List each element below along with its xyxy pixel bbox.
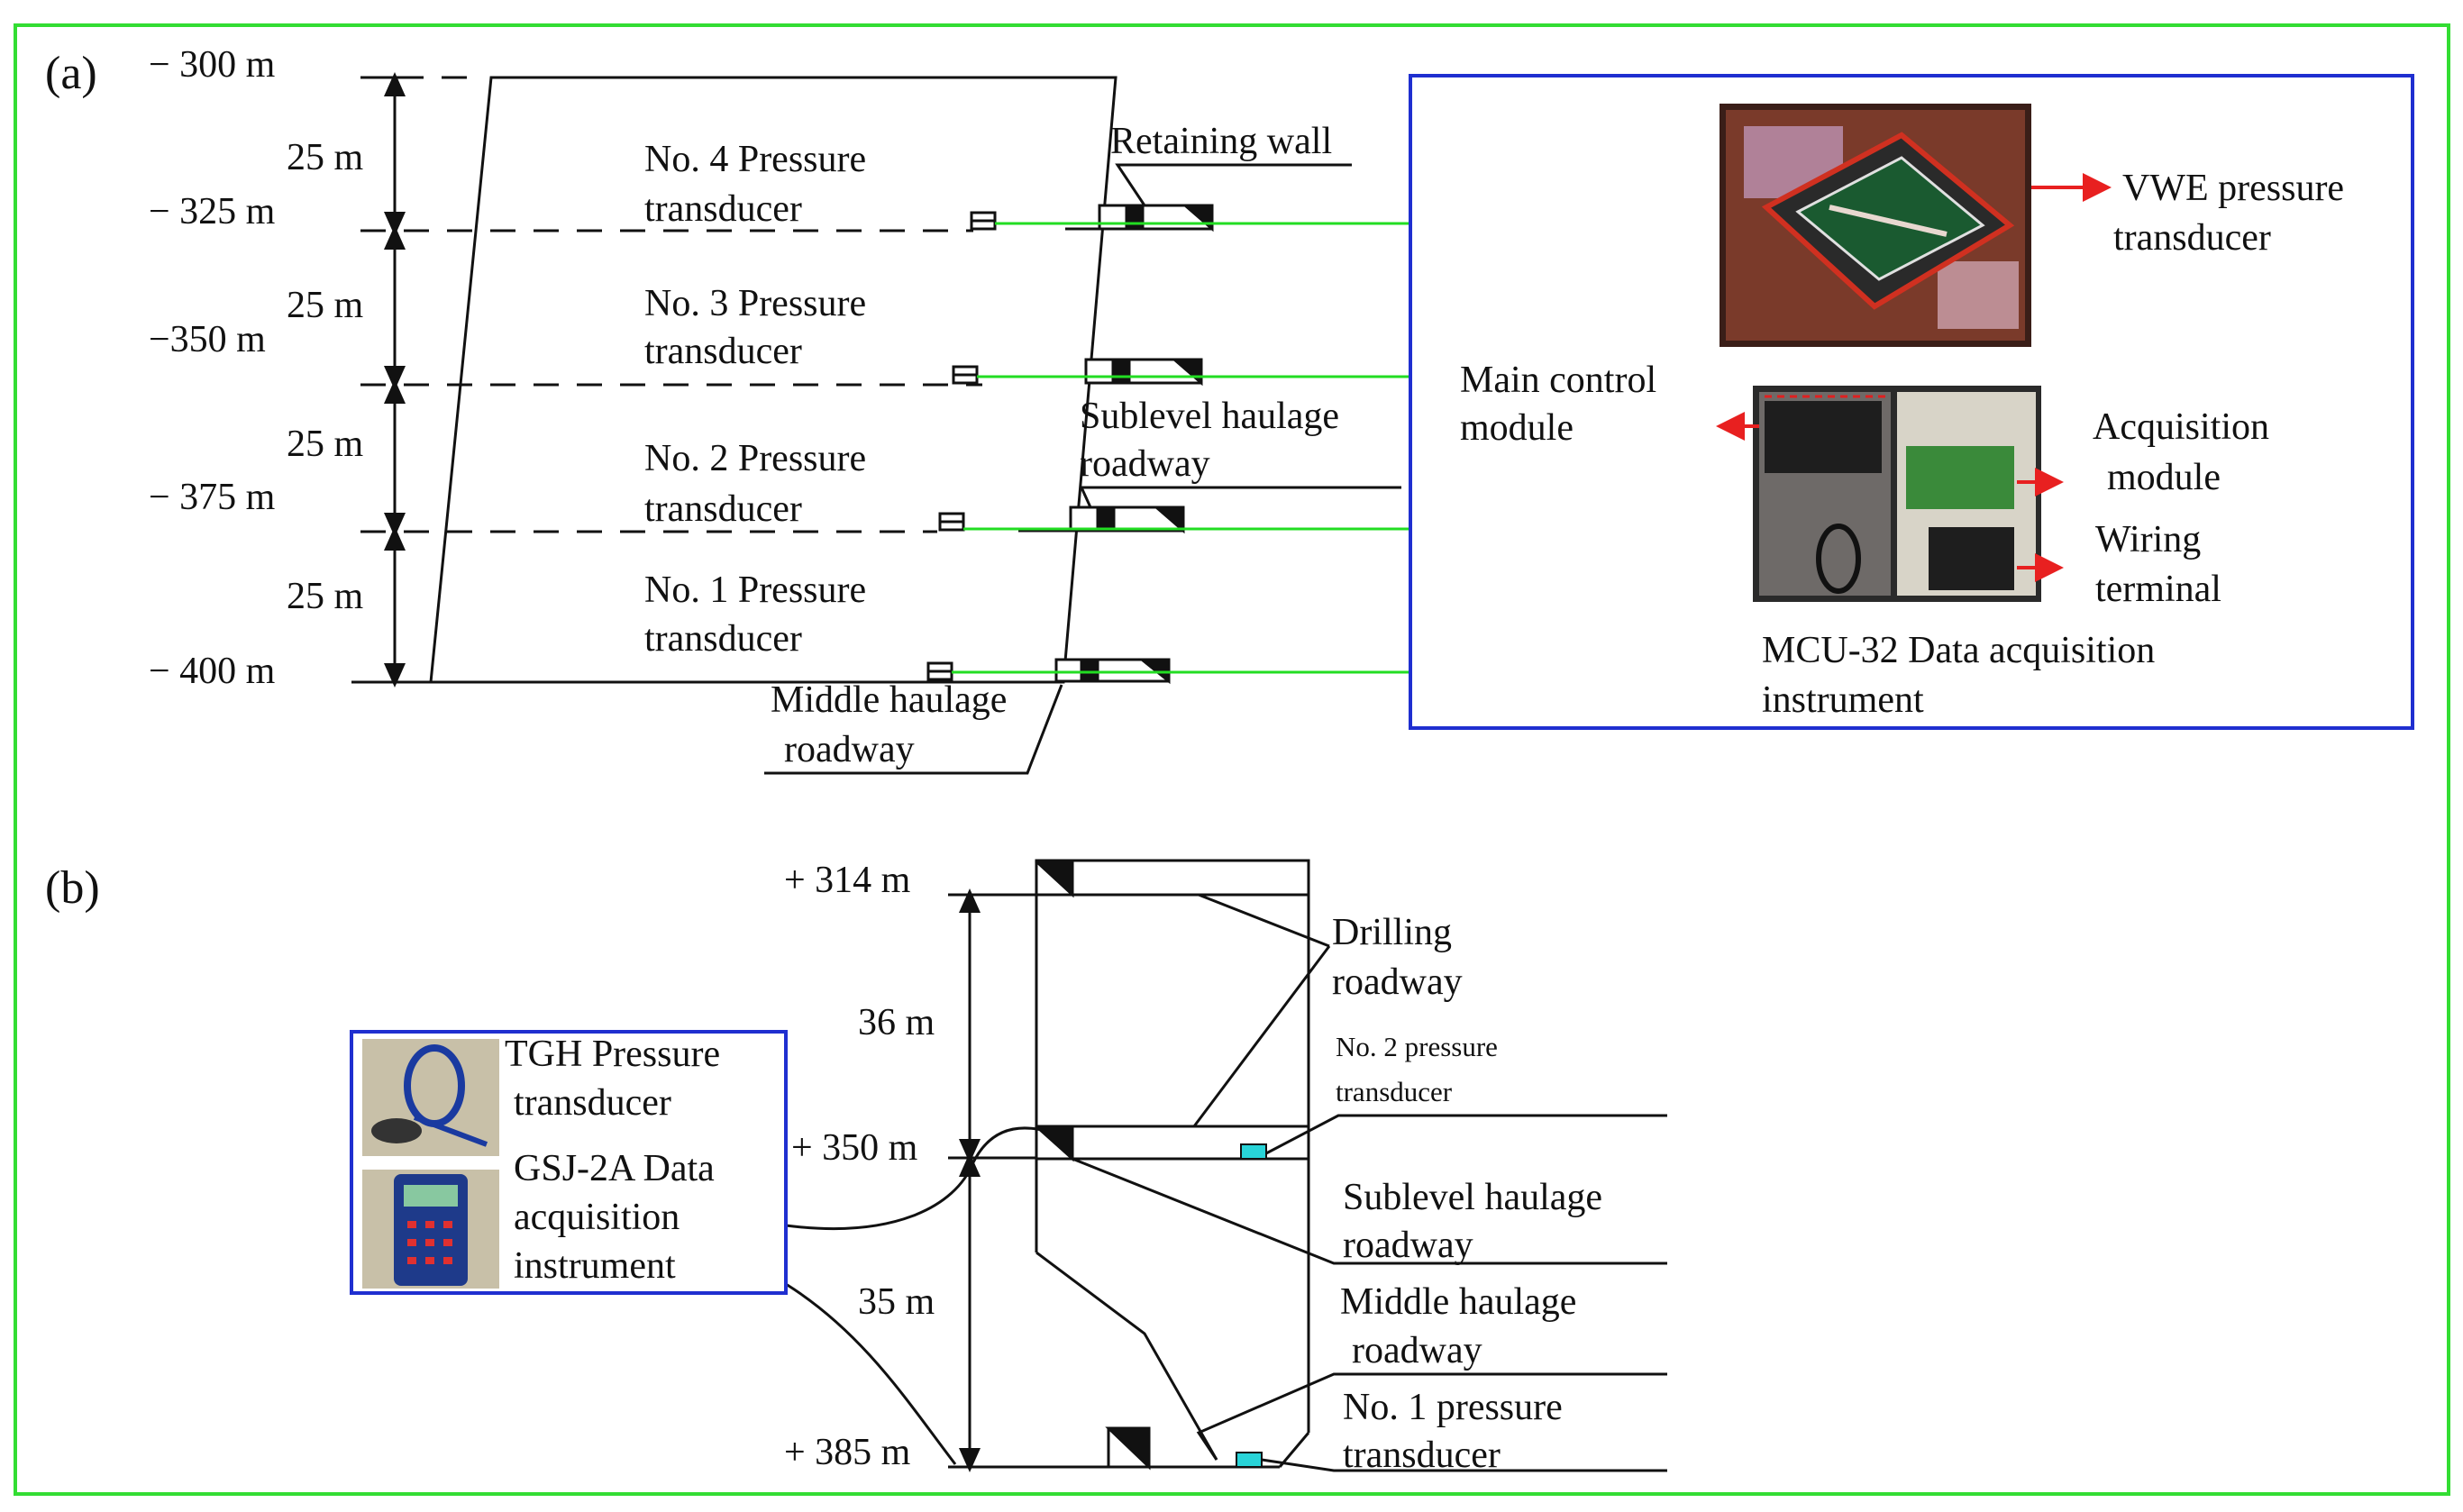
no2-sensor-b bbox=[1240, 1143, 1267, 1160]
no3-transducer-label-2: transducer bbox=[644, 331, 802, 372]
wiring-label: Wiring bbox=[2095, 519, 2201, 560]
no4-transducer-label: No. 4 Pressure bbox=[644, 139, 866, 180]
mcu-label: MCU-32 Data acquisition bbox=[1762, 630, 2155, 671]
sublevel-roadway-label-b: Sublevel haulage bbox=[1343, 1177, 1602, 1218]
mcu-instrument-box bbox=[1409, 74, 2414, 730]
no1-transducer-label-2: transducer bbox=[644, 618, 802, 660]
level-lines-b bbox=[948, 893, 1108, 1469]
gsj-label-3: instrument bbox=[514, 1245, 676, 1287]
tgh-label-2: transducer bbox=[514, 1082, 671, 1124]
mcu-label-2: instrument bbox=[1762, 679, 1924, 721]
level-label-385: + 385 m bbox=[784, 1432, 911, 1473]
middle-roadway-label-b-2: roadway bbox=[1352, 1330, 1482, 1371]
panel-a-label: (a) bbox=[45, 48, 97, 99]
retaining-wall-label: Retaining wall bbox=[1110, 121, 1332, 162]
no3-transducer-label: No. 3 Pressure bbox=[644, 283, 866, 324]
middle-roadway-label-a-2: roadway bbox=[784, 729, 915, 770]
acquisition-label-2: module bbox=[2107, 457, 2221, 498]
leaders-a bbox=[764, 163, 1401, 775]
spacing-label-2: 25 m bbox=[287, 285, 364, 326]
stope-b bbox=[1035, 859, 1310, 1471]
gsj-label: GSJ-2A Data bbox=[514, 1148, 715, 1189]
panel-a: (a) − 300 m − 325 m −350 m − 375 m − 400… bbox=[45, 44, 2414, 775]
level-label-314: + 314 m bbox=[784, 860, 911, 901]
leaders-b bbox=[785, 893, 1667, 1472]
level-label-325: − 325 m bbox=[149, 191, 276, 232]
vwe-label-2: transducer bbox=[2113, 217, 2271, 259]
sensor-glyphs-a bbox=[926, 211, 997, 681]
mcu-instrument-photo bbox=[1753, 386, 2041, 602]
no4-transducer-label-2: transducer bbox=[644, 188, 802, 230]
wiring-label-2: terminal bbox=[2095, 569, 2221, 610]
roadway-glyphs-a bbox=[1018, 204, 1214, 685]
level-label-350: −350 m bbox=[149, 319, 266, 360]
sublevel-roadway-label-b-2: roadway bbox=[1343, 1225, 1473, 1266]
level-label-400: − 400 m bbox=[149, 651, 276, 692]
main-control-label: Main control bbox=[1460, 360, 1656, 401]
vwe-transducer-photo bbox=[1720, 104, 2031, 347]
outer-frame bbox=[14, 23, 2450, 1496]
drilling-roadway-label-2: roadway bbox=[1332, 961, 1463, 1003]
no1-sensor-b bbox=[1236, 1452, 1263, 1468]
spacing-label-36: 36 m bbox=[858, 1002, 935, 1043]
no2-transducer-label-2: transducer bbox=[644, 488, 802, 530]
level-label-375: − 375 m bbox=[149, 477, 276, 518]
spacing-label-1: 25 m bbox=[287, 137, 364, 178]
middle-roadway-label-b: Middle haulage bbox=[1340, 1281, 1576, 1323]
sublevel-roadway-label-a: Sublevel haulage bbox=[1080, 396, 1339, 437]
cables-a bbox=[952, 222, 1410, 674]
no2-pressure-label-2: transducer bbox=[1336, 1076, 1453, 1107]
vwe-label: VWE pressure bbox=[2122, 168, 2344, 209]
gsj-device-photo bbox=[362, 1170, 499, 1289]
gsj-label-2: acquisition bbox=[514, 1197, 680, 1238]
no2-pressure-label: No. 2 pressure bbox=[1336, 1031, 1498, 1062]
no1-transducer-label: No. 1 Pressure bbox=[644, 569, 866, 611]
level-label-350-b: + 350 m bbox=[791, 1127, 918, 1169]
spacing-label-4: 25 m bbox=[287, 576, 364, 617]
panel-b-label: (b) bbox=[45, 862, 100, 914]
main-control-label-2: module bbox=[1460, 407, 1574, 449]
drilling-roadway-label: Drilling bbox=[1332, 912, 1452, 953]
acquisition-label: Acquisition bbox=[2093, 406, 2269, 448]
no1-pressure-label: No. 1 pressure bbox=[1343, 1387, 1563, 1428]
sublevel-roadway-label-a-2: roadway bbox=[1080, 443, 1210, 485]
spacing-label-35: 35 m bbox=[858, 1281, 935, 1323]
tgh-label: TGH Pressure bbox=[505, 1034, 720, 1075]
middle-roadway-label-a: Middle haulage bbox=[771, 679, 1007, 721]
no2-transducer-label: No. 2 Pressure bbox=[644, 438, 866, 479]
level-label-300: − 300 m bbox=[149, 44, 276, 86]
red-arrows bbox=[1716, 173, 2112, 582]
no1-pressure-label-2: transducer bbox=[1343, 1435, 1501, 1476]
spacing-label-3: 25 m bbox=[287, 424, 364, 465]
panel-b: (b) + 314 m + 350 m + 385 m 36 m 35 m bbox=[45, 859, 1667, 1476]
tgh-transducer-photo bbox=[362, 1039, 499, 1156]
